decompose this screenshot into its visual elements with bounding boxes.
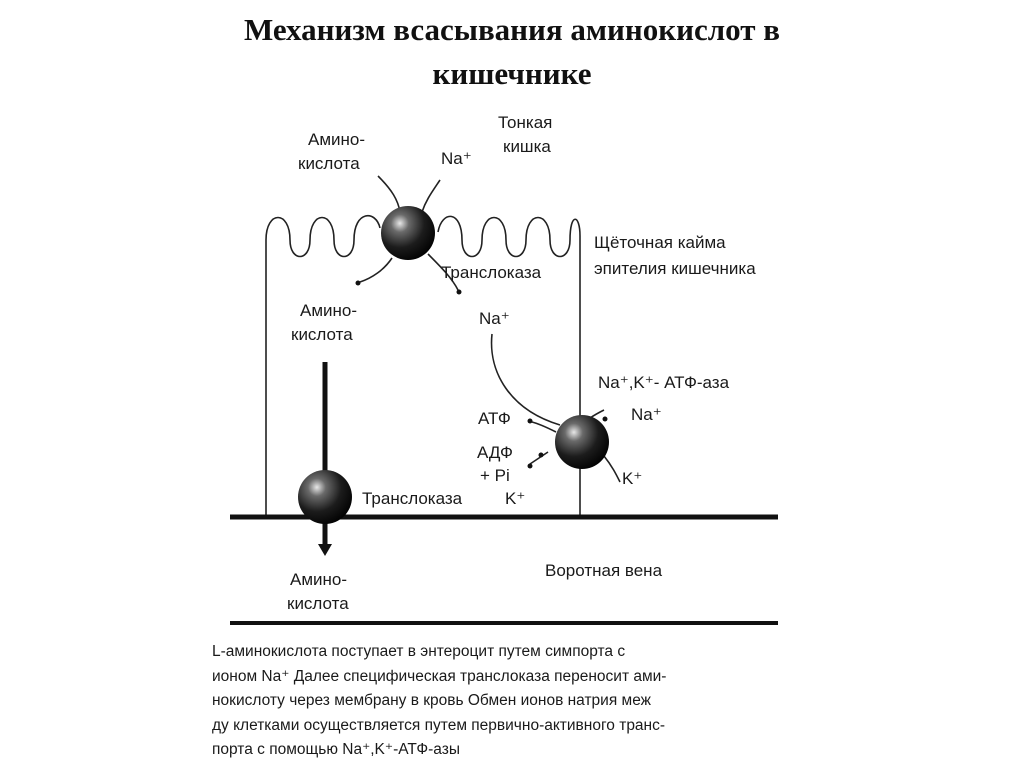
label-amino-acid-blood-2: кислота xyxy=(287,594,349,613)
na-release-dot xyxy=(456,289,462,295)
caption-line-2: ионом Na⁺ Далее специфическая транслоказ… xyxy=(212,667,667,685)
label-brush-border-1: Щёточная кайма xyxy=(594,233,726,252)
diagram-caption: L-аминокислота поступает в энтероцит пут… xyxy=(212,640,782,763)
k-in-curve xyxy=(603,455,621,483)
label-na-inside: Na⁺ xyxy=(479,309,510,328)
label-amino-acid-inside-1: Амино- xyxy=(300,301,357,320)
label-atpase: Na⁺,K⁺- АТФ-аза xyxy=(598,373,730,392)
label-na-top: Na⁺ xyxy=(441,149,472,168)
label-small-intestine-2: кишка xyxy=(503,137,551,156)
slide-title: Механизм всасывания аминокислот в кишечн… xyxy=(0,8,1024,96)
amino-acid-release-dot xyxy=(355,280,361,286)
label-brush-border-2: эпителия кишечника xyxy=(594,259,756,278)
adp-dot xyxy=(538,452,544,458)
label-amino-acid-top-2: кислота xyxy=(298,154,360,173)
enterocyte-membrane xyxy=(265,214,581,517)
amino-acid-entry-curve xyxy=(377,175,401,213)
label-adp: АДФ xyxy=(477,443,513,462)
title-line-1: Механизм всасывания аминокислот в xyxy=(244,12,780,47)
label-k-in: K⁺ xyxy=(505,489,525,508)
na-k-atpase-icon xyxy=(555,415,609,469)
label-na-out: Na⁺ xyxy=(631,405,662,424)
caption-line-5: порта с помощью Na⁺,K⁺-АТФ-азы xyxy=(212,741,460,758)
na-out-dot xyxy=(602,416,608,422)
caption-line-4: ду клетками осуществляется путем первичн… xyxy=(212,716,666,734)
pi-dot xyxy=(527,463,533,469)
amino-acid-release-arrow xyxy=(359,257,393,283)
label-pi: + Pi xyxy=(480,466,510,485)
amino-acid-exit-arrowhead xyxy=(318,544,332,556)
label-amino-acid-top-1: Амино- xyxy=(308,130,365,149)
label-translocase-top: Транслоказа xyxy=(441,263,542,282)
label-amino-acid-inside-2: кислота xyxy=(291,325,353,344)
translocase-top-icon xyxy=(381,206,435,260)
title-line-2: кишечнике xyxy=(432,56,592,91)
caption-line-3: нокислоту через мембрану в кровь Обмен и… xyxy=(212,692,652,709)
na-out-curve xyxy=(589,409,605,419)
atp-curve xyxy=(531,421,557,433)
caption-line-1: L-аминокислота поступает в энтероцит пут… xyxy=(212,643,626,660)
label-translocase-bottom: Транслоказа xyxy=(362,489,463,508)
na-to-atpase-curve xyxy=(490,333,561,426)
label-k-out: K⁺ xyxy=(622,469,642,488)
label-atp: АТФ xyxy=(478,409,511,428)
label-portal-vein: Воротная вена xyxy=(545,561,663,580)
label-small-intestine-1: Тонкая xyxy=(498,113,552,132)
label-amino-acid-blood-1: Амино- xyxy=(290,570,347,589)
na-release-arrow xyxy=(427,253,459,291)
na-entry-curve xyxy=(421,179,441,213)
translocase-bottom-icon xyxy=(298,470,352,524)
atp-dot xyxy=(527,418,533,424)
adp-curve xyxy=(529,451,549,465)
